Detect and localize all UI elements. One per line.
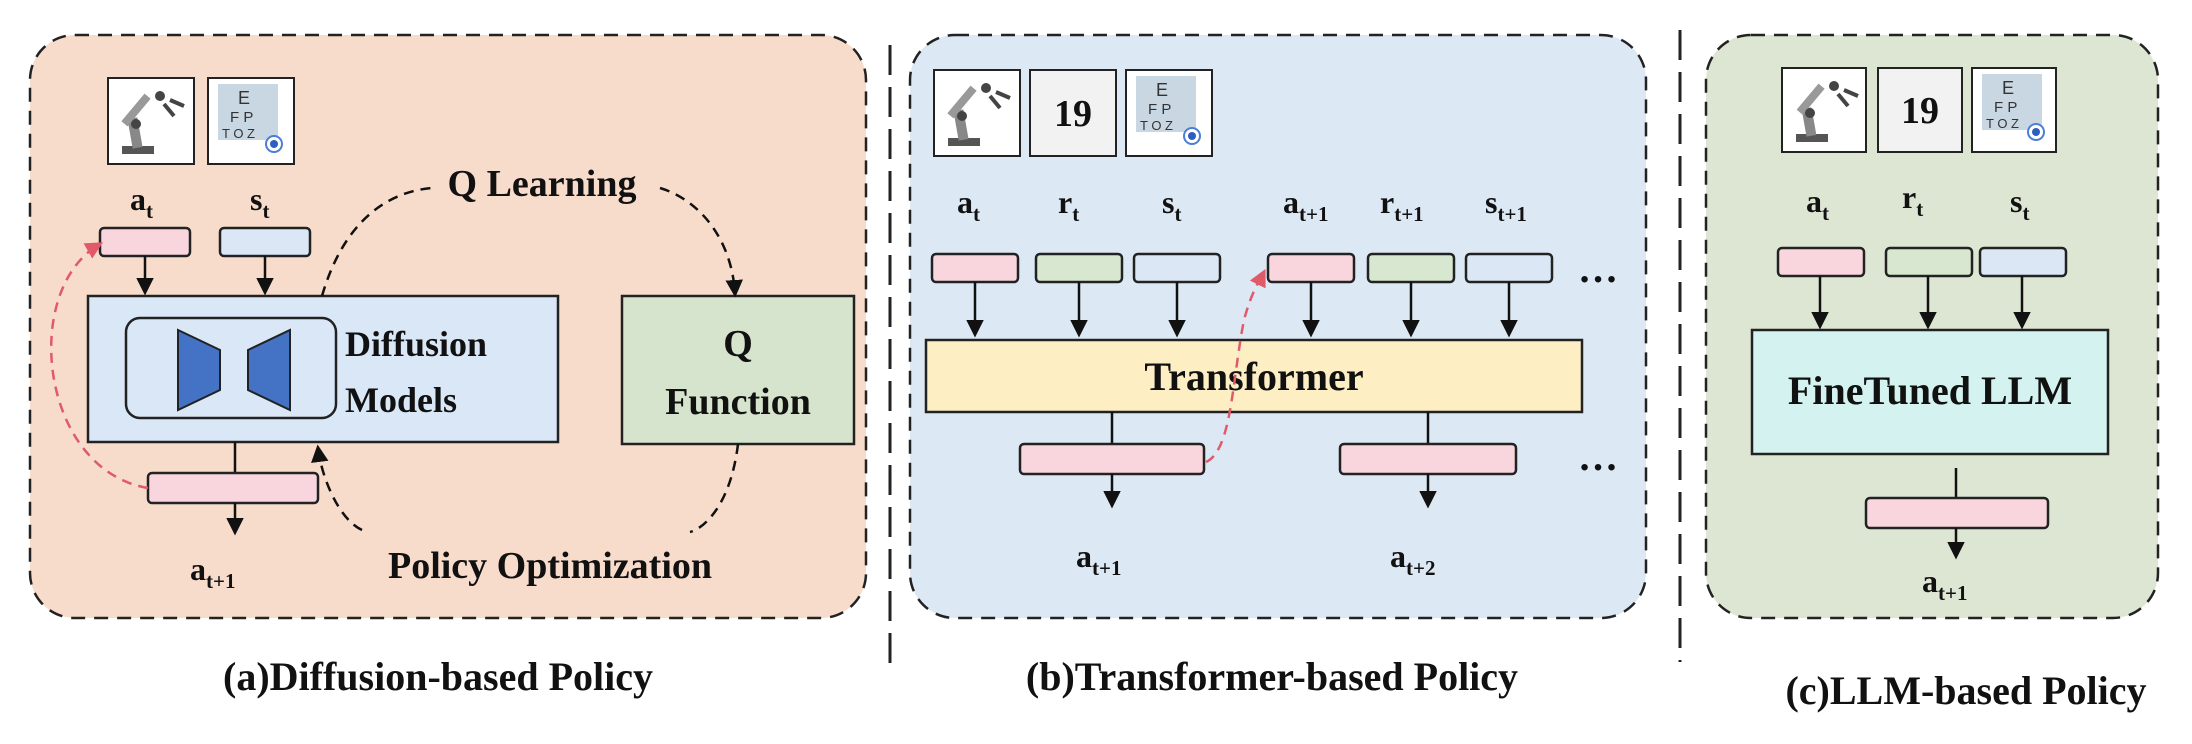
score-value: 19 — [1054, 93, 1092, 135]
eye-chart-icon: E F P T O Z — [1971, 67, 2057, 153]
score-value: 19 — [1901, 90, 1939, 132]
token-box-reward — [1034, 252, 1124, 284]
output-box-1 — [1338, 442, 1518, 476]
token-box-action — [930, 252, 1020, 284]
input-label-1: rt — [1902, 179, 1923, 221]
q-learning-arrow — [320, 186, 735, 296]
output-box-0 — [1018, 442, 1206, 476]
llm-box — [1750, 328, 2110, 456]
eye-chart-line-3: T O Z — [222, 126, 255, 141]
eye-chart-line-2: F P — [1994, 99, 2017, 116]
token-label-s: st — [250, 181, 269, 223]
token-box-reward — [1884, 246, 1974, 278]
eye-chart-line-2: F P — [1148, 101, 1171, 118]
eye-chart-line-1: E — [1156, 80, 1168, 100]
red-feedback-arrow — [1205, 268, 1266, 464]
diffusion-label-line1: Diffusion — [345, 324, 487, 364]
robot-arm-icon — [107, 77, 195, 165]
panel-transformer: 19 E F P T O Z at rt st at+1 rt+1 st+1 … — [908, 33, 1648, 699]
diffusion-label-line2: Models — [345, 380, 457, 420]
token-box-state — [218, 226, 312, 258]
caption-b: (b)Transformer-based Policy — [1026, 654, 1518, 699]
eye-chart-line-1: E — [238, 88, 250, 108]
input-label-3: at+1 — [1283, 184, 1328, 226]
eye-chart-icon: E F P T O Z — [207, 77, 295, 165]
input-label-5: st+1 — [1485, 184, 1527, 226]
q-learning-label: Q Learning — [448, 163, 637, 205]
panel-diffusion: E F P T O Z at st Diffusion Models Q Fun… — [28, 33, 868, 699]
input-label-1: rt — [1058, 184, 1079, 226]
token-box-action — [98, 226, 192, 258]
token-box-reward-next — [1366, 252, 1456, 284]
eye-chart-line-1: E — [2002, 78, 2014, 98]
llm-label: FineTuned LLM — [1788, 368, 2072, 413]
policy-optimization-arrow — [318, 444, 740, 534]
token-box-state-next — [1464, 252, 1554, 284]
red-feedback-arrow — [49, 242, 149, 490]
policy-optimization-label: Policy Optimization — [388, 545, 712, 587]
output-box — [1864, 496, 2050, 530]
token-box-state — [1978, 246, 2068, 278]
decoder-funnel-icon — [247, 328, 291, 412]
output-label: at+1 — [190, 551, 235, 593]
token-label-a: at — [130, 181, 153, 223]
robot-arm-icon — [1781, 67, 1867, 153]
robot-arm-icon — [933, 69, 1021, 157]
input-ellipsis: … — [1578, 246, 1618, 291]
input-label-2: st — [1162, 184, 1181, 226]
panel-llm: 19 E F P T O Z at rt st FineTuned LLM at… — [1704, 33, 2160, 713]
score-icon: 19 — [1029, 69, 1117, 157]
input-label-2: st — [2010, 183, 2029, 225]
q-function-label-line1: Q — [723, 323, 753, 365]
eye-chart-icon: E F P T O Z — [1125, 69, 1213, 157]
transformer-label: Transformer — [1144, 354, 1363, 399]
input-label-0: at — [957, 184, 980, 226]
eye-chart-line-3: T O Z — [1986, 116, 2019, 131]
encoder-funnel-icon — [177, 328, 221, 412]
eye-chart-line-3: T O Z — [1140, 118, 1173, 133]
q-function-box — [620, 294, 856, 446]
token-box-action-next — [1266, 252, 1356, 284]
caption-c: (c)LLM-based Policy — [1785, 668, 2146, 713]
output-label-1: at+2 — [1390, 538, 1435, 580]
caption-a: (a)Diffusion-based Policy — [223, 654, 653, 699]
transformer-box — [924, 338, 1584, 414]
input-label-4: rt+1 — [1380, 184, 1424, 226]
q-function-label-line2: Function — [665, 381, 811, 423]
input-label-0: at — [1806, 183, 1829, 225]
token-box-output — [146, 471, 320, 505]
output-label-0: at+1 — [1076, 538, 1121, 580]
eye-chart-line-2: F P — [230, 109, 253, 126]
output-ellipsis: … — [1578, 434, 1618, 479]
score-icon: 19 — [1877, 67, 1963, 153]
token-box-action — [1776, 246, 1866, 278]
output-label: at+1 — [1922, 563, 1967, 605]
funnel-container — [124, 316, 338, 420]
token-box-state — [1132, 252, 1222, 284]
